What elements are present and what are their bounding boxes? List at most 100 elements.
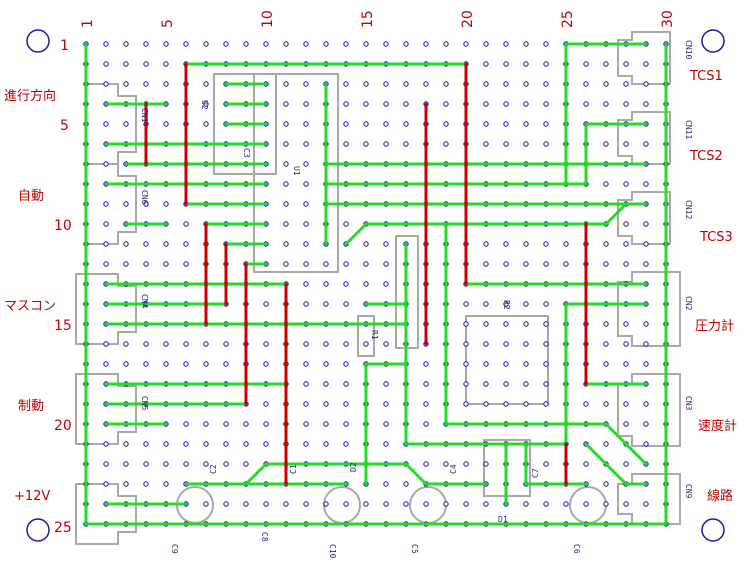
grid-hole (363, 281, 369, 287)
grid-hole (643, 61, 649, 67)
grid-hole (223, 441, 229, 447)
grid-hole (443, 461, 449, 467)
grid-hole (463, 381, 469, 387)
grid-hole (103, 41, 109, 47)
grid-hole (583, 501, 589, 507)
connector-cn10-bl-outline (75, 483, 137, 545)
grid-hole (103, 241, 109, 247)
grid-hole (123, 201, 129, 207)
grid-hole (543, 301, 549, 307)
grid-hole (103, 481, 109, 487)
grid-hole (183, 221, 189, 227)
grid-hole (503, 341, 509, 347)
ic-u3-outline (465, 315, 549, 405)
grid-hole (123, 121, 129, 127)
connector-cn9-outline (617, 473, 681, 525)
grid-hole (443, 81, 449, 87)
grid-hole (543, 321, 549, 327)
grid-hole (183, 361, 189, 367)
label-speed: 速度計 (698, 418, 737, 434)
grid-hole (303, 201, 309, 207)
grid-hole (383, 421, 389, 427)
grid-hole (303, 361, 309, 367)
row-number-20: 20 (54, 418, 72, 434)
grid-hole (343, 261, 349, 267)
grid-hole (623, 141, 629, 147)
label-cn3-right: CN3 (684, 396, 693, 411)
grid-hole (343, 501, 349, 507)
grid-hole (343, 121, 349, 127)
label-u1: U1 (292, 166, 301, 176)
grid-hole (263, 341, 269, 347)
grid-hole (303, 121, 309, 127)
grid-hole (203, 361, 209, 367)
grid-hole (543, 461, 549, 467)
grid-hole (283, 121, 289, 127)
grid-hole (303, 421, 309, 427)
grid-hole (543, 81, 549, 87)
grid-hole (443, 501, 449, 507)
grid-hole (403, 501, 409, 507)
row-number-5: 5 (60, 118, 69, 134)
connector-cn12-outline (617, 191, 671, 245)
grid-hole (303, 501, 309, 507)
label-r1: R1 (370, 330, 379, 340)
mounting-hole-tl (26, 29, 50, 53)
grid-hole (503, 401, 509, 407)
grid-hole (503, 121, 509, 127)
grid-hole (363, 341, 369, 347)
grid-hole (303, 261, 309, 267)
grid-hole (383, 141, 389, 147)
grid-hole (343, 401, 349, 407)
grid-hole (583, 461, 589, 467)
grid-hole (343, 41, 349, 47)
grid-hole (523, 501, 529, 507)
grid-hole (263, 421, 269, 427)
grid-hole (143, 41, 149, 47)
grid-hole (463, 501, 469, 507)
grid-hole (203, 41, 209, 47)
row-numbers: 1 5 10 15 20 25 (54, 38, 72, 536)
grid-hole (603, 501, 609, 507)
grid-hole (183, 241, 189, 247)
grid-hole (623, 61, 629, 67)
grid-hole (183, 461, 189, 467)
grid-hole (283, 201, 289, 207)
grid-hole (483, 61, 489, 67)
grid-hole (163, 81, 169, 87)
grid-hole (383, 501, 389, 507)
connector-cn10-outline (617, 31, 671, 85)
grid-hole (163, 41, 169, 47)
grid-hole (603, 181, 609, 187)
grid-hole (123, 81, 129, 87)
grid-hole (283, 101, 289, 107)
grid-hole (643, 141, 649, 147)
grid-hole (503, 321, 509, 327)
grid-hole (423, 501, 429, 507)
grid-hole (403, 121, 409, 127)
grid-hole (263, 501, 269, 507)
grid-hole (603, 321, 609, 327)
grid-hole (523, 321, 529, 327)
grid-hole (583, 401, 589, 407)
grid-hole (303, 41, 309, 47)
grid-hole (523, 341, 529, 347)
grid-hole (103, 221, 109, 227)
grid-hole (623, 81, 629, 87)
grid-hole (383, 281, 389, 287)
grid-hole (423, 461, 429, 467)
grid-hole (383, 41, 389, 47)
grid-hole (503, 241, 509, 247)
grid-hole (203, 421, 209, 427)
grid-hole (363, 501, 369, 507)
grid-hole (183, 441, 189, 447)
grid-hole (143, 461, 149, 467)
grid-hole (283, 81, 289, 87)
label-direction: 進行方向 (4, 88, 56, 104)
label-cn4: CN4 (140, 294, 149, 309)
grid-hole (603, 341, 609, 347)
grid-hole (463, 341, 469, 347)
column-number-25: 25 (560, 10, 576, 28)
grid-hole (223, 461, 229, 467)
grid-hole (103, 341, 109, 347)
